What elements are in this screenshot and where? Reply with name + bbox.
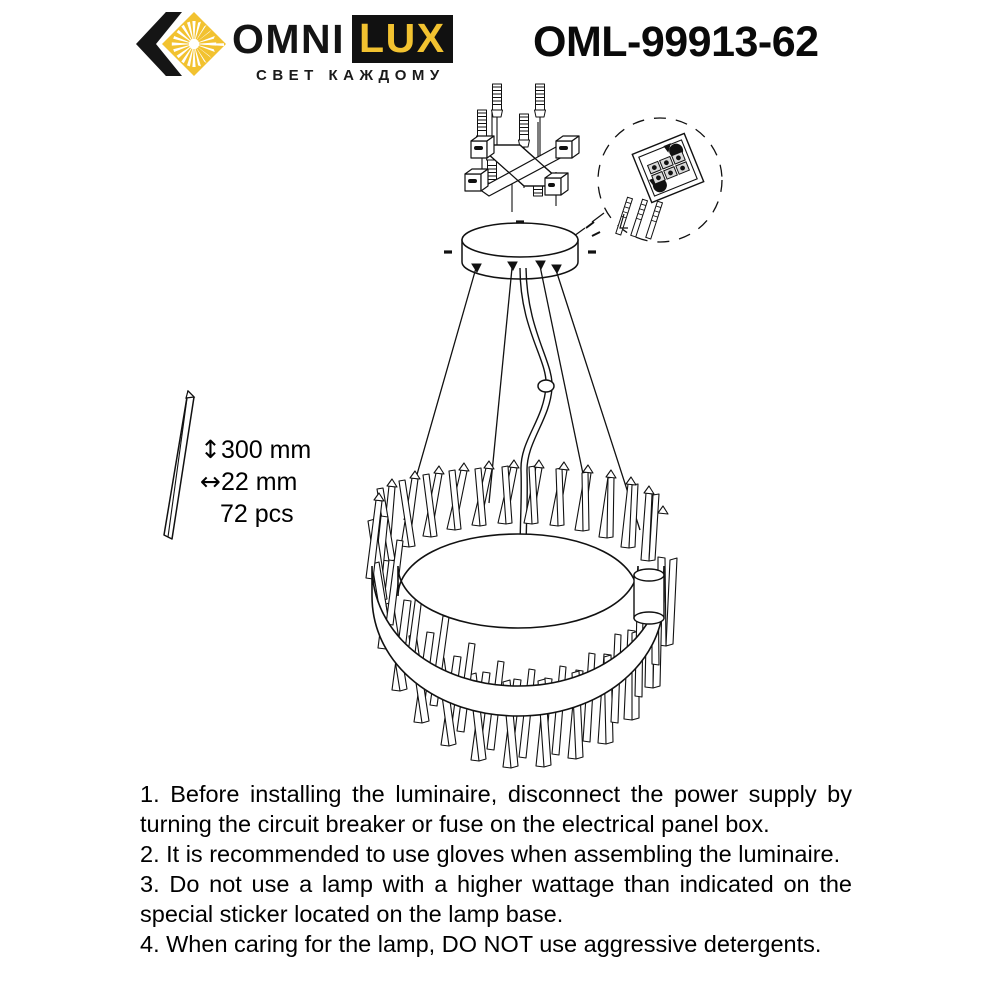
cross-mounting-bracket [464,135,580,197]
terminal-block [631,132,705,204]
screw-set [615,196,663,240]
safety-instructions: 1. Before installing the luminaire, disc… [140,779,852,959]
ring-band-upper-arc [397,533,639,629]
ceiling-canopy [461,222,579,280]
instruction-item-3: 3. Do not use a lamp with a higher watta… [140,871,852,928]
instruction-item-4: 4. When caring for the lamp, DO NOT use … [140,931,822,958]
instruction-item-2: 2. It is recommended to use gloves when … [140,841,841,868]
part-length-row: ↕300 mm [198,434,388,466]
brand-name-lux-box: LUX [352,15,453,63]
decorative-ring-band [371,565,665,717]
instruction-item-1: 1. Before installing the luminaire, disc… [140,781,852,838]
product-code: OML-99913-62 [533,18,819,66]
brand-tagline: СВЕТ КАЖДОМУ [256,67,445,84]
crystal-rod-icon [163,389,196,540]
part-specification: ↕300 mm ↔22 mm 72 pcs [198,434,388,530]
part-width-value: 22 mm [220,468,298,496]
detail-callout [573,117,723,243]
brand-name-omni: OMNI [232,15,346,62]
page-header: OMNI LUX СВЕТ КАЖДОМУ OML-99913-62 [0,0,1000,96]
ring-band-collar [633,568,665,625]
width-arrow-icon: ↔ [200,467,221,496]
ceiling-mount-assembly [464,83,580,212]
brand-wordmark: OMNI LUX [232,15,453,63]
part-width-row: ↔22 mm [198,466,388,498]
canopy-highlight-marks [444,220,601,254]
brand-logo: OMNI LUX СВЕТ КАЖДОМУ [136,10,466,88]
height-arrow-icon: ↕ [200,435,221,464]
brand-name-lux: LUX [359,15,446,61]
part-quantity: 72 pcs [220,500,294,528]
cable-fitting [471,260,562,275]
cable-clamp-loop [537,379,555,393]
part-length-value: 300 mm [220,436,312,464]
omnilux-chevron-diamond-sunburst-logo [136,12,226,76]
